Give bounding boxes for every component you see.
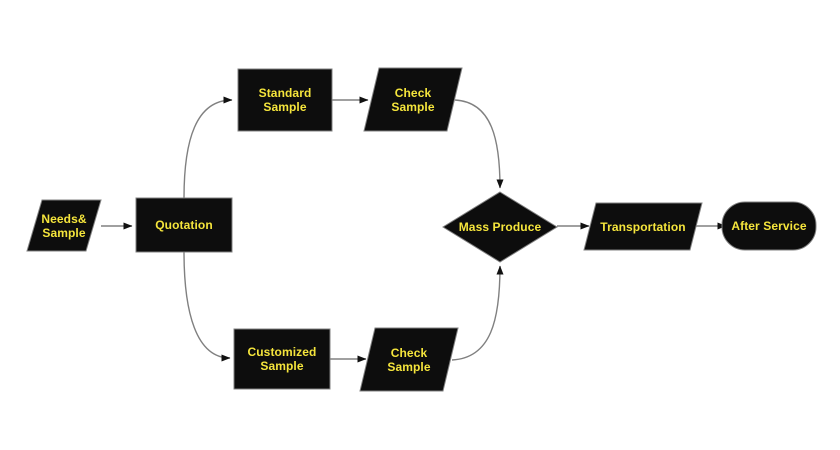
node-needs-sample[interactable] xyxy=(26,199,102,252)
node-customized-sample[interactable] xyxy=(233,328,331,390)
node-after-service[interactable] xyxy=(721,201,817,251)
node-check-sample-standard[interactable] xyxy=(363,67,463,132)
connector-check-bottom-to-mass-produce xyxy=(451,265,504,361)
node-check-sample-customized[interactable] xyxy=(359,327,459,392)
connector-group xyxy=(101,96,727,363)
node-shape-group xyxy=(26,67,817,392)
node-transportation[interactable] xyxy=(583,202,703,251)
connector-quotation-to-customized xyxy=(183,251,231,362)
connector-check-top-to-mass-produce xyxy=(454,99,504,189)
node-quotation[interactable] xyxy=(135,197,233,253)
node-standard-sample[interactable] xyxy=(237,68,333,132)
connector-quotation-to-standard xyxy=(183,96,233,199)
node-mass-produce[interactable] xyxy=(442,191,558,263)
